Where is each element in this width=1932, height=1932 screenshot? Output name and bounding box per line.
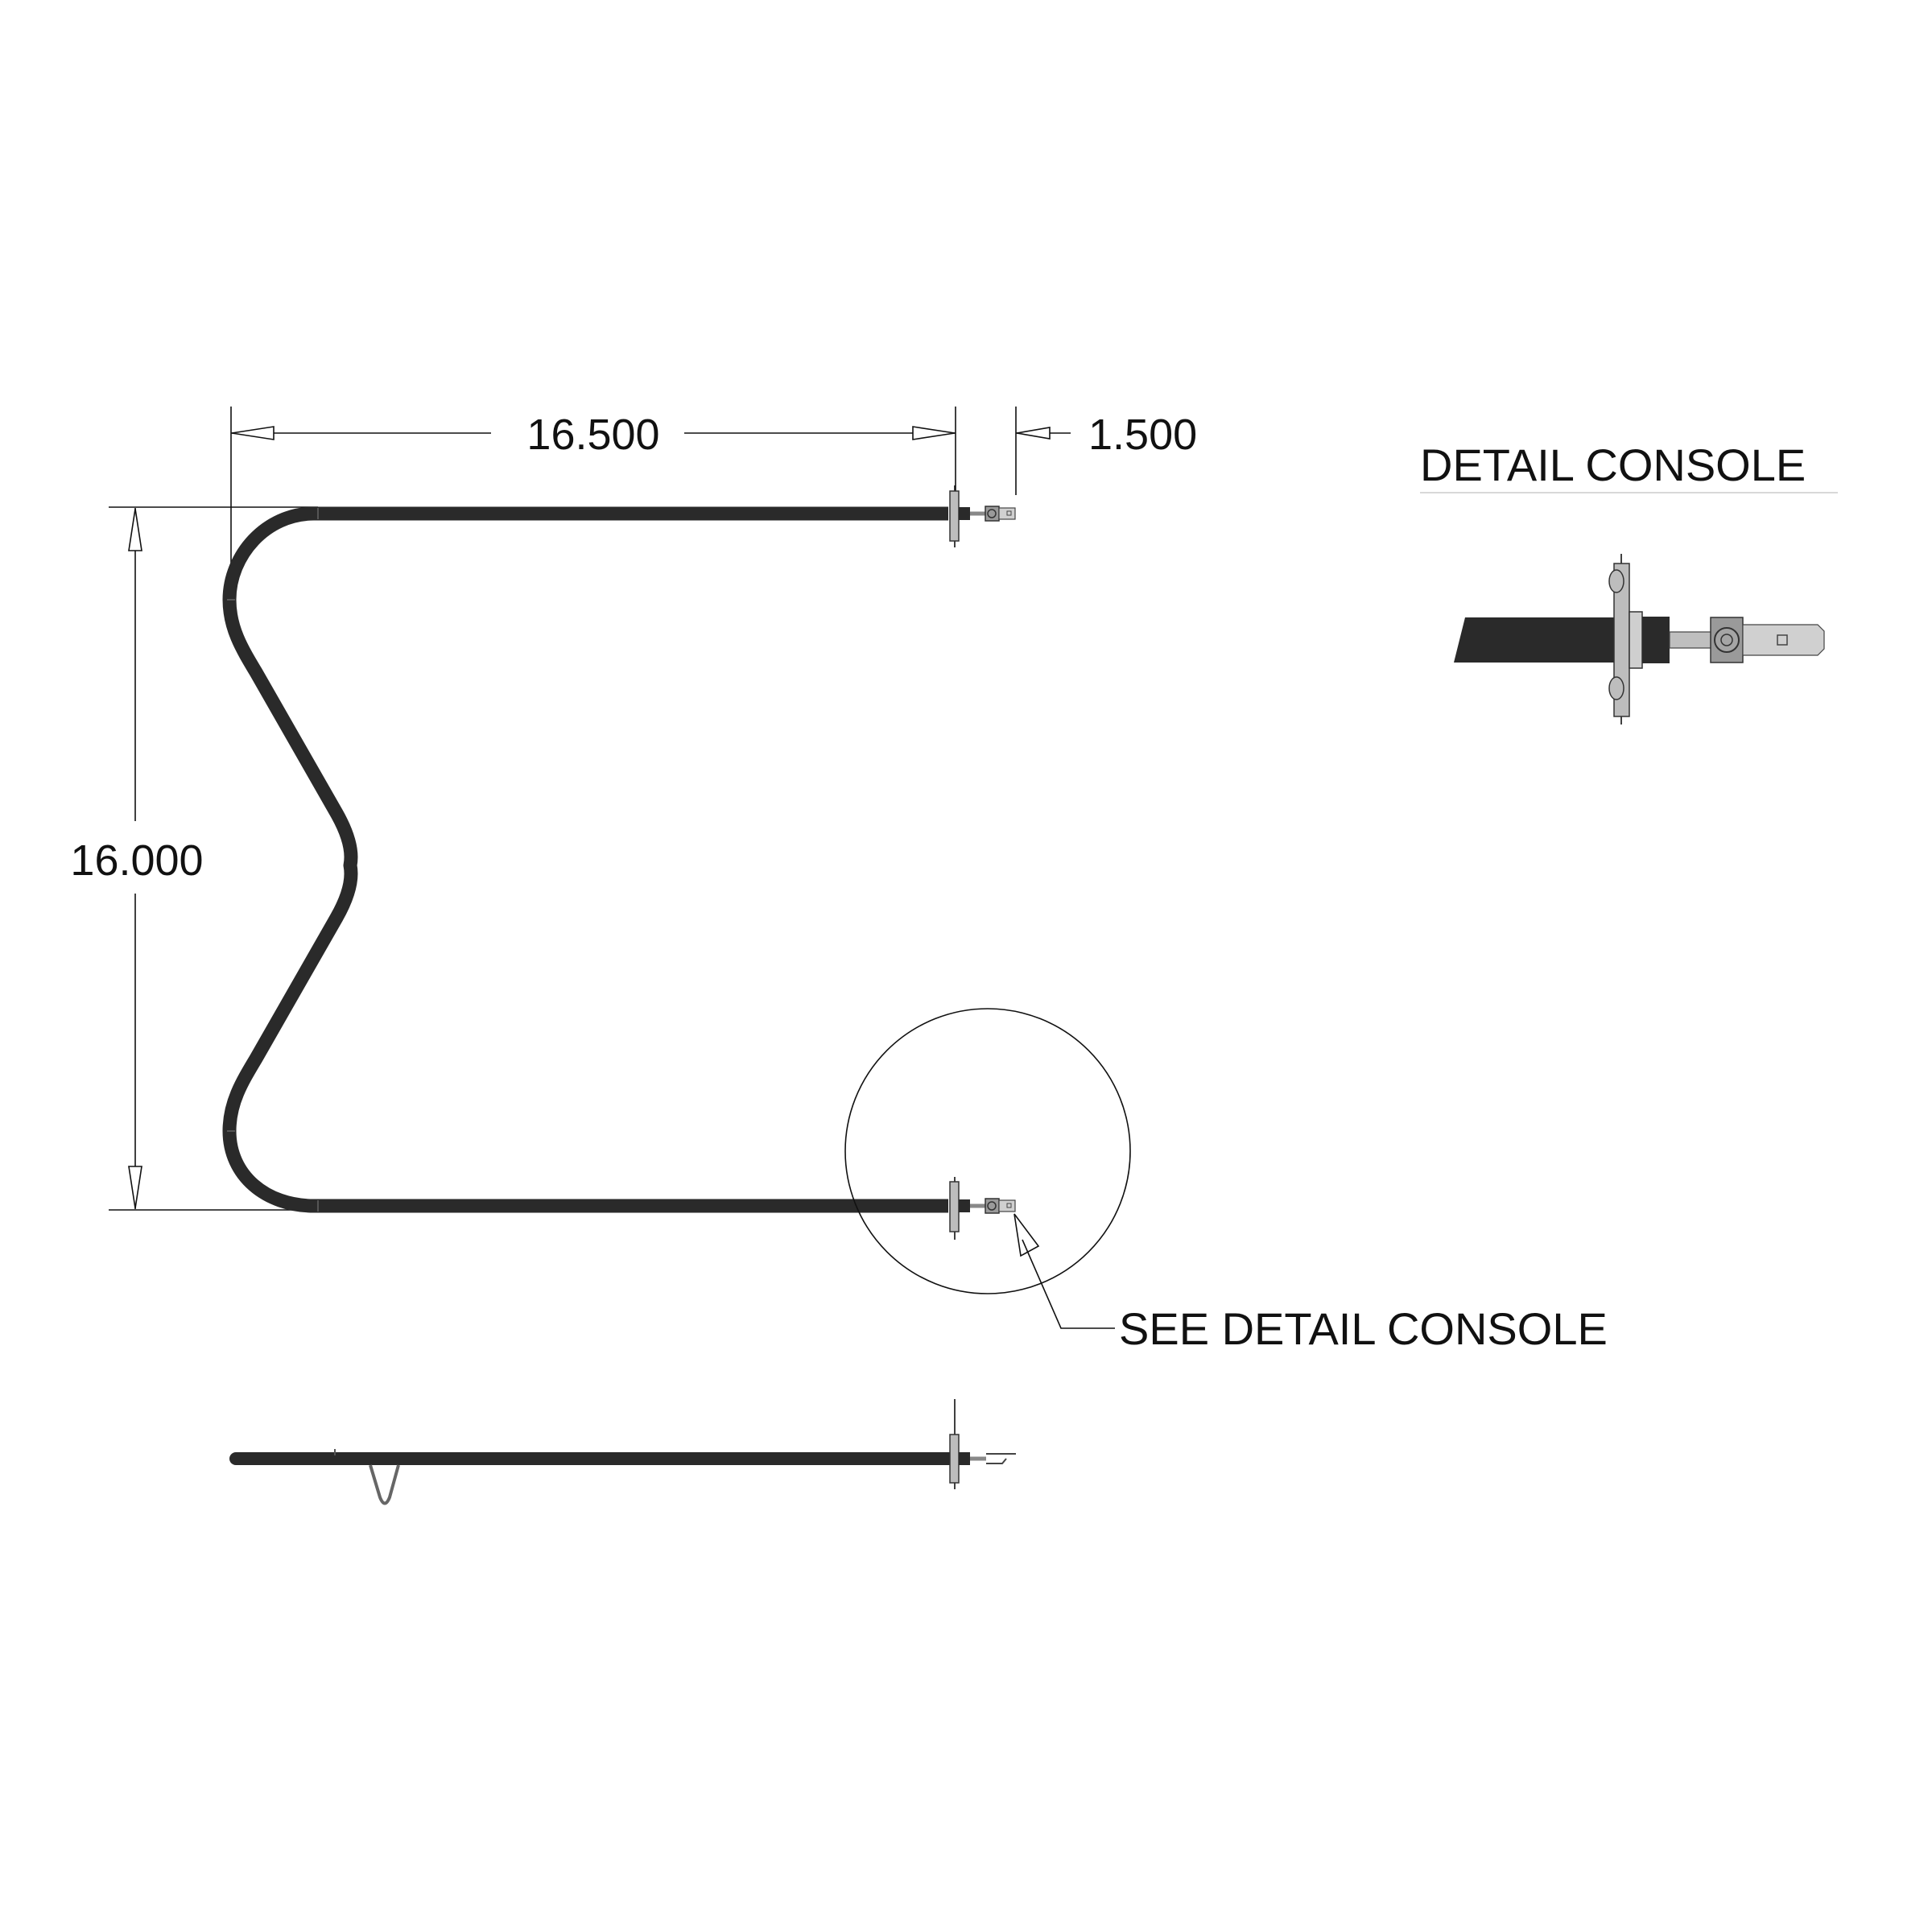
terminal-bottom <box>949 1177 1016 1240</box>
terminal-top <box>949 485 1016 547</box>
side-flange <box>949 1434 960 1484</box>
height-dimension-label: 16.000 <box>70 836 203 885</box>
leader-arrowhead <box>1013 1213 1040 1257</box>
detail-callout: SEE DETAIL CONSOLE <box>844 1008 1608 1354</box>
terminal-tab-hole-bottom <box>1006 1203 1012 1208</box>
side-insulator <box>959 1452 970 1465</box>
arrowhead-left <box>231 426 275 440</box>
detail-title: DETAIL CONSOLE <box>1420 440 1806 490</box>
side-terminal-tab <box>986 1453 1016 1464</box>
heating-element-top-view <box>222 485 1016 1240</box>
arrowhead-bottom <box>128 1166 142 1209</box>
insulator-top <box>959 507 970 520</box>
detail-terminal-screw <box>1714 627 1740 653</box>
detail-insulator <box>1642 617 1670 663</box>
side-support-bracket <box>369 1464 400 1505</box>
leader-line <box>1022 1239 1115 1329</box>
insulator-bottom <box>959 1199 970 1212</box>
see-detail-label: SEE DETAIL CONSOLE <box>1119 1303 1608 1354</box>
detail-view: DETAIL CONSOLE <box>1420 440 1838 724</box>
element-tube <box>222 506 948 1213</box>
detail-flange-tab-top <box>1608 569 1624 593</box>
width-dimension: 16.500 <box>230 407 956 600</box>
heating-element-side-view <box>229 1399 1016 1505</box>
terminal-tab-hole-top <box>1006 510 1012 516</box>
arrowhead-right <box>912 426 956 440</box>
detail-flange-tab-bottom <box>1608 676 1624 700</box>
terminal-screw-bottom <box>987 1201 997 1211</box>
detail-terminal-screw-inner <box>1720 634 1733 646</box>
mounting-flange-bottom <box>949 1181 960 1232</box>
terminal-screw-top <box>987 509 997 518</box>
detail-collar <box>1629 611 1643 669</box>
offset-dimension: 1.500 <box>1015 407 1197 495</box>
arrowhead-top <box>128 508 142 551</box>
detail-tube <box>1454 617 1624 663</box>
mounting-flange-top <box>949 490 960 542</box>
width-dimension-label: 16.500 <box>526 411 659 459</box>
detail-terminal-tab-hole <box>1777 634 1788 646</box>
offset-dimension-label: 1.500 <box>1088 411 1197 459</box>
detail-circle <box>844 1008 1131 1294</box>
detail-terminal-tab <box>1742 624 1825 656</box>
height-dimension: 16.000 <box>70 506 318 1211</box>
arrowhead-offset <box>1016 427 1051 440</box>
detail-terminal-pin <box>1669 631 1712 649</box>
